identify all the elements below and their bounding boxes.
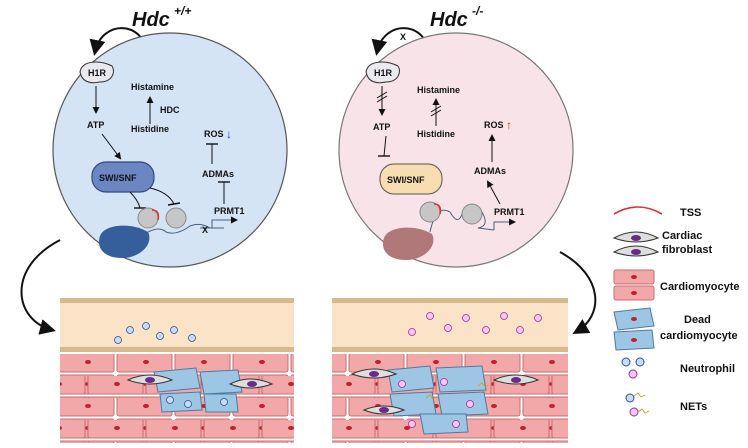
legend-nets-icon: [625, 392, 650, 417]
wt-dna-strand: [147, 223, 222, 234]
wt-hdc-label: HDC: [160, 105, 180, 115]
legend-tss-label: TSS: [680, 207, 701, 219]
ko-to-tissue-arrow: [559, 251, 597, 334]
ko-prmt1-admas-arrow: [487, 180, 501, 205]
ko-cell: [338, 32, 574, 268]
wt-to-tissue-arrow: [20, 239, 61, 335]
legend: TSS Cardiac fibroblast Cardiomyocyte Dea…: [612, 206, 739, 417]
ko-prmt1-tss: [493, 218, 516, 230]
wt-title: Hdc: [132, 9, 170, 31]
ko-admas-label: ADMAs: [474, 166, 506, 176]
ko-swi-snf-complex: [379, 163, 443, 195]
ko-h1r-receptor: H1R: [365, 61, 400, 84]
wt-nucleosome-2: [165, 207, 187, 229]
ko-tss-mark: [433, 203, 442, 215]
wt-neutrophils-vessel: [114, 322, 196, 344]
wt-panel: Hdc +/+ H1R Histamine HDC Histidine ATP …: [52, 4, 288, 268]
wt-block-mark: X: [202, 225, 208, 235]
wt-swi-inhibit-2: [149, 187, 175, 205]
ko-title: Hdc: [430, 9, 468, 31]
ko-histidine-label: Histidine: [417, 129, 455, 139]
wt-histamine-label: Histamine: [131, 82, 174, 92]
ko-vessel-wall-top: [332, 298, 568, 303]
wt-prmt1-tss: [211, 216, 238, 228]
wt-prmt1-label: PRMT1: [214, 206, 245, 216]
wt-h1r-label: H1R: [88, 68, 107, 78]
ko-title-superscript: -/-: [472, 4, 483, 18]
wt-ros-label: ROS: [204, 129, 224, 139]
ko-feedback-block: X: [400, 32, 406, 42]
legend-tss-icon: [613, 206, 663, 215]
wt-nucleus: [98, 225, 150, 258]
legend-cardiomyocyte-icon: [613, 269, 655, 301]
wt-h1r-receptor: H1R: [79, 61, 114, 84]
legend-dead-cardiomyocyte-icon: [613, 307, 655, 351]
ko-nets: [425, 382, 490, 400]
wt-swi-snf-complex: [91, 161, 155, 193]
wt-histidine-label: Histidine: [131, 124, 169, 134]
wt-tissue: [60, 298, 294, 443]
legend-dead-label-2: cardiomyocyte: [660, 330, 738, 342]
ko-hdc-break: [430, 105, 442, 117]
wt-title-superscript: +/+: [174, 4, 191, 18]
wt-vessel-wall-top: [60, 298, 294, 303]
wt-swi-snf-label: SWI/SNF: [99, 173, 137, 183]
legend-cardiomyocyte-label: Cardiomyocyte: [660, 281, 739, 293]
ko-prmt1-label: PRMT1: [494, 207, 525, 217]
ko-swi-snf-label: SWI/SNF: [387, 175, 425, 185]
wt-swi-inhibit-1: [129, 191, 141, 209]
legend-fibroblast-label-1: Cardiac: [662, 230, 702, 242]
wt-ros-change: ↓: [226, 127, 232, 141]
ko-vessel-wall-bottom: [332, 347, 568, 352]
wt-atp-swi-arrow: [101, 133, 122, 160]
ko-ros-change: ↑: [506, 118, 512, 132]
wt-vessel-lumen: [60, 303, 294, 347]
ko-histamine-label: Histamine: [417, 85, 460, 95]
ko-nucleus: [382, 227, 434, 260]
ko-panel: Hdc -/- X H1R Histamine Histidine ATP SW…: [338, 4, 574, 268]
legend-neutrophil-label: Neutrophil: [680, 363, 735, 375]
wt-fibroblasts: [126, 374, 274, 389]
wt-atp-label: ATP: [87, 120, 104, 130]
wt-cell: [52, 32, 288, 268]
ko-nucleosome-2: [461, 203, 483, 225]
ko-neutrophils-vessel: [408, 312, 542, 336]
legend-nets-label: NETs: [680, 401, 707, 413]
legend-neutrophil-icon: [621, 357, 645, 379]
ko-neutrophils-tissue: [398, 378, 474, 428]
wt-vessel-wall-bottom: [60, 347, 294, 352]
wt-neutrophils-tissue: [166, 396, 228, 408]
ko-ros-label: ROS: [484, 120, 504, 130]
ko-fibroblasts: [350, 368, 540, 415]
legend-fibroblast-label-2: fibroblast: [662, 244, 712, 256]
ko-atp-label: ATP: [373, 122, 390, 132]
wt-tss-mark: [151, 209, 160, 221]
wt-admas-label: ADMAs: [202, 169, 234, 179]
ko-h1r-label: H1R: [374, 68, 393, 78]
ko-tissue: [332, 298, 568, 443]
ko-h1r-break: [376, 91, 388, 103]
legend-fibroblast-icon: [612, 231, 660, 257]
legend-dead-label-1: Dead: [684, 314, 711, 326]
ko-atp-swi-line: [383, 135, 387, 157]
